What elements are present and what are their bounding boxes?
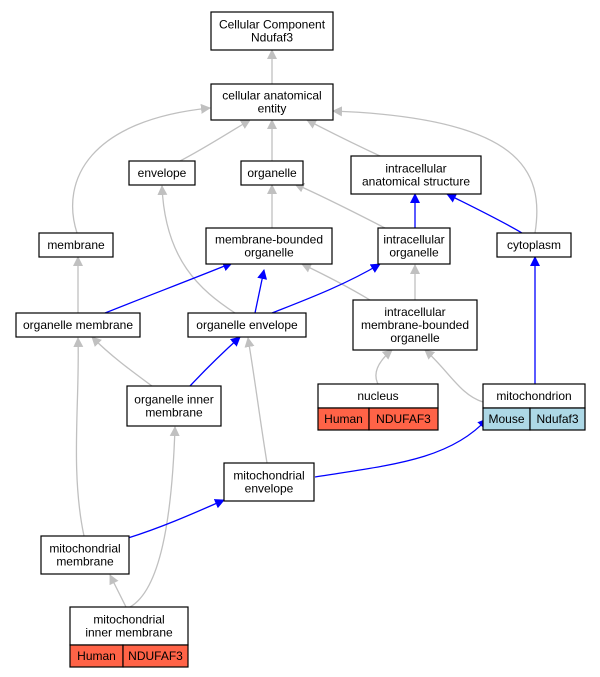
- gene-cell: [122, 644, 189, 668]
- node-box: [377, 227, 451, 265]
- edge-oim-oe: [189, 336, 241, 387]
- gene-label: Ndufaf3: [536, 412, 578, 426]
- edge-oe-io: [271, 263, 381, 314]
- node-label: mitochondrial: [49, 542, 120, 556]
- edge-cytoplasm-ias: [446, 193, 523, 234]
- edge-mim-oim: [129, 426, 180, 608]
- edge-om-mbo: [104, 261, 233, 314]
- edge-ias-cae: [306, 119, 381, 157]
- node-label: intracellular: [385, 162, 446, 176]
- node-box: [210, 83, 334, 121]
- node-box: [210, 11, 334, 51]
- node-label: organelle envelope: [196, 318, 298, 332]
- node-label: organelle: [389, 246, 439, 260]
- node-box: [126, 385, 222, 427]
- node-label: organelle membrane: [23, 318, 133, 332]
- node-box: [482, 383, 586, 409]
- species-label: Human: [77, 649, 116, 663]
- edges: [72, 49, 540, 608]
- gene-cell: [529, 407, 586, 431]
- node-label: cellular anatomical: [222, 89, 321, 103]
- edge-envelope-cae: [179, 119, 251, 162]
- node-oe[interactable]: organelle envelope: [187, 312, 307, 338]
- node-box: [38, 232, 114, 258]
- node-label: entity: [258, 102, 287, 116]
- node-label: envelope: [138, 166, 187, 180]
- node-box: [187, 312, 307, 338]
- node-box: [496, 232, 572, 258]
- node-box: [40, 535, 130, 575]
- node-label: membrane: [145, 406, 203, 420]
- node-cytoplasm[interactable]: cytoplasm: [496, 232, 572, 258]
- node-membrane[interactable]: membrane: [38, 232, 114, 258]
- species-label: Human: [324, 412, 363, 426]
- node-box: [15, 312, 141, 338]
- edge-membrane-cae: [72, 103, 211, 234]
- node-label: organelle: [390, 331, 440, 345]
- edge-cytoplasm-cae: [332, 106, 538, 234]
- node-box: [352, 299, 478, 351]
- edge-oe-envelope: [157, 185, 236, 314]
- node-label: membrane: [47, 238, 105, 252]
- node-box: [205, 227, 333, 265]
- node-label: membrane-bounded: [215, 233, 323, 247]
- node-label: intracellular: [384, 305, 445, 319]
- gene-cell: [368, 407, 439, 431]
- node-label: inner membrane: [85, 626, 173, 640]
- node-box: [69, 606, 189, 646]
- node-label: organelle inner: [134, 393, 213, 407]
- edge-me-mito: [314, 418, 488, 478]
- node-label: envelope: [245, 482, 294, 496]
- edge-io-organelle: [294, 183, 386, 229]
- edge-imbo-mbo: [301, 263, 371, 301]
- node-label: mitochondrion: [496, 389, 571, 403]
- node-box: [128, 160, 196, 186]
- node-label: organelle: [247, 166, 297, 180]
- node-box: [317, 383, 439, 409]
- node-label: mitochondrial: [233, 469, 304, 483]
- edge-mito-imbo: [424, 349, 484, 403]
- edge-oim-om: [91, 336, 153, 387]
- node-label: Ndufaf3: [251, 31, 293, 45]
- node-label: Cellular Component: [219, 18, 326, 32]
- species-label: Mouse: [488, 412, 524, 426]
- gene-label: NDUFAF3: [376, 412, 431, 426]
- gene-label: NDUFAF3: [128, 649, 183, 663]
- edge-mm-me: [127, 499, 225, 539]
- node-label: mitochondrial: [93, 613, 164, 627]
- edge-mim-mm: [109, 574, 127, 608]
- node-label: anatomical structure: [362, 175, 470, 189]
- node-label: nucleus: [357, 389, 398, 403]
- node-label: membrane: [56, 555, 114, 569]
- node-label: membrane-bounded: [361, 318, 469, 332]
- node-label: cytoplasm: [507, 238, 561, 252]
- node-envelope[interactable]: envelope: [128, 160, 196, 186]
- node-label: organelle: [244, 246, 294, 260]
- node-box: [223, 462, 315, 502]
- node-box: [240, 160, 304, 186]
- edge-nucleus-imbo: [375, 349, 393, 385]
- edge-oe-mbo: [254, 269, 268, 314]
- node-organelle[interactable]: organelle: [240, 160, 304, 186]
- node-om[interactable]: organelle membrane: [15, 312, 141, 338]
- edge-me-oe: [244, 337, 268, 464]
- node-box: [350, 155, 482, 195]
- node-label: intracellular: [383, 233, 444, 247]
- edge-mm-om: [73, 337, 85, 537]
